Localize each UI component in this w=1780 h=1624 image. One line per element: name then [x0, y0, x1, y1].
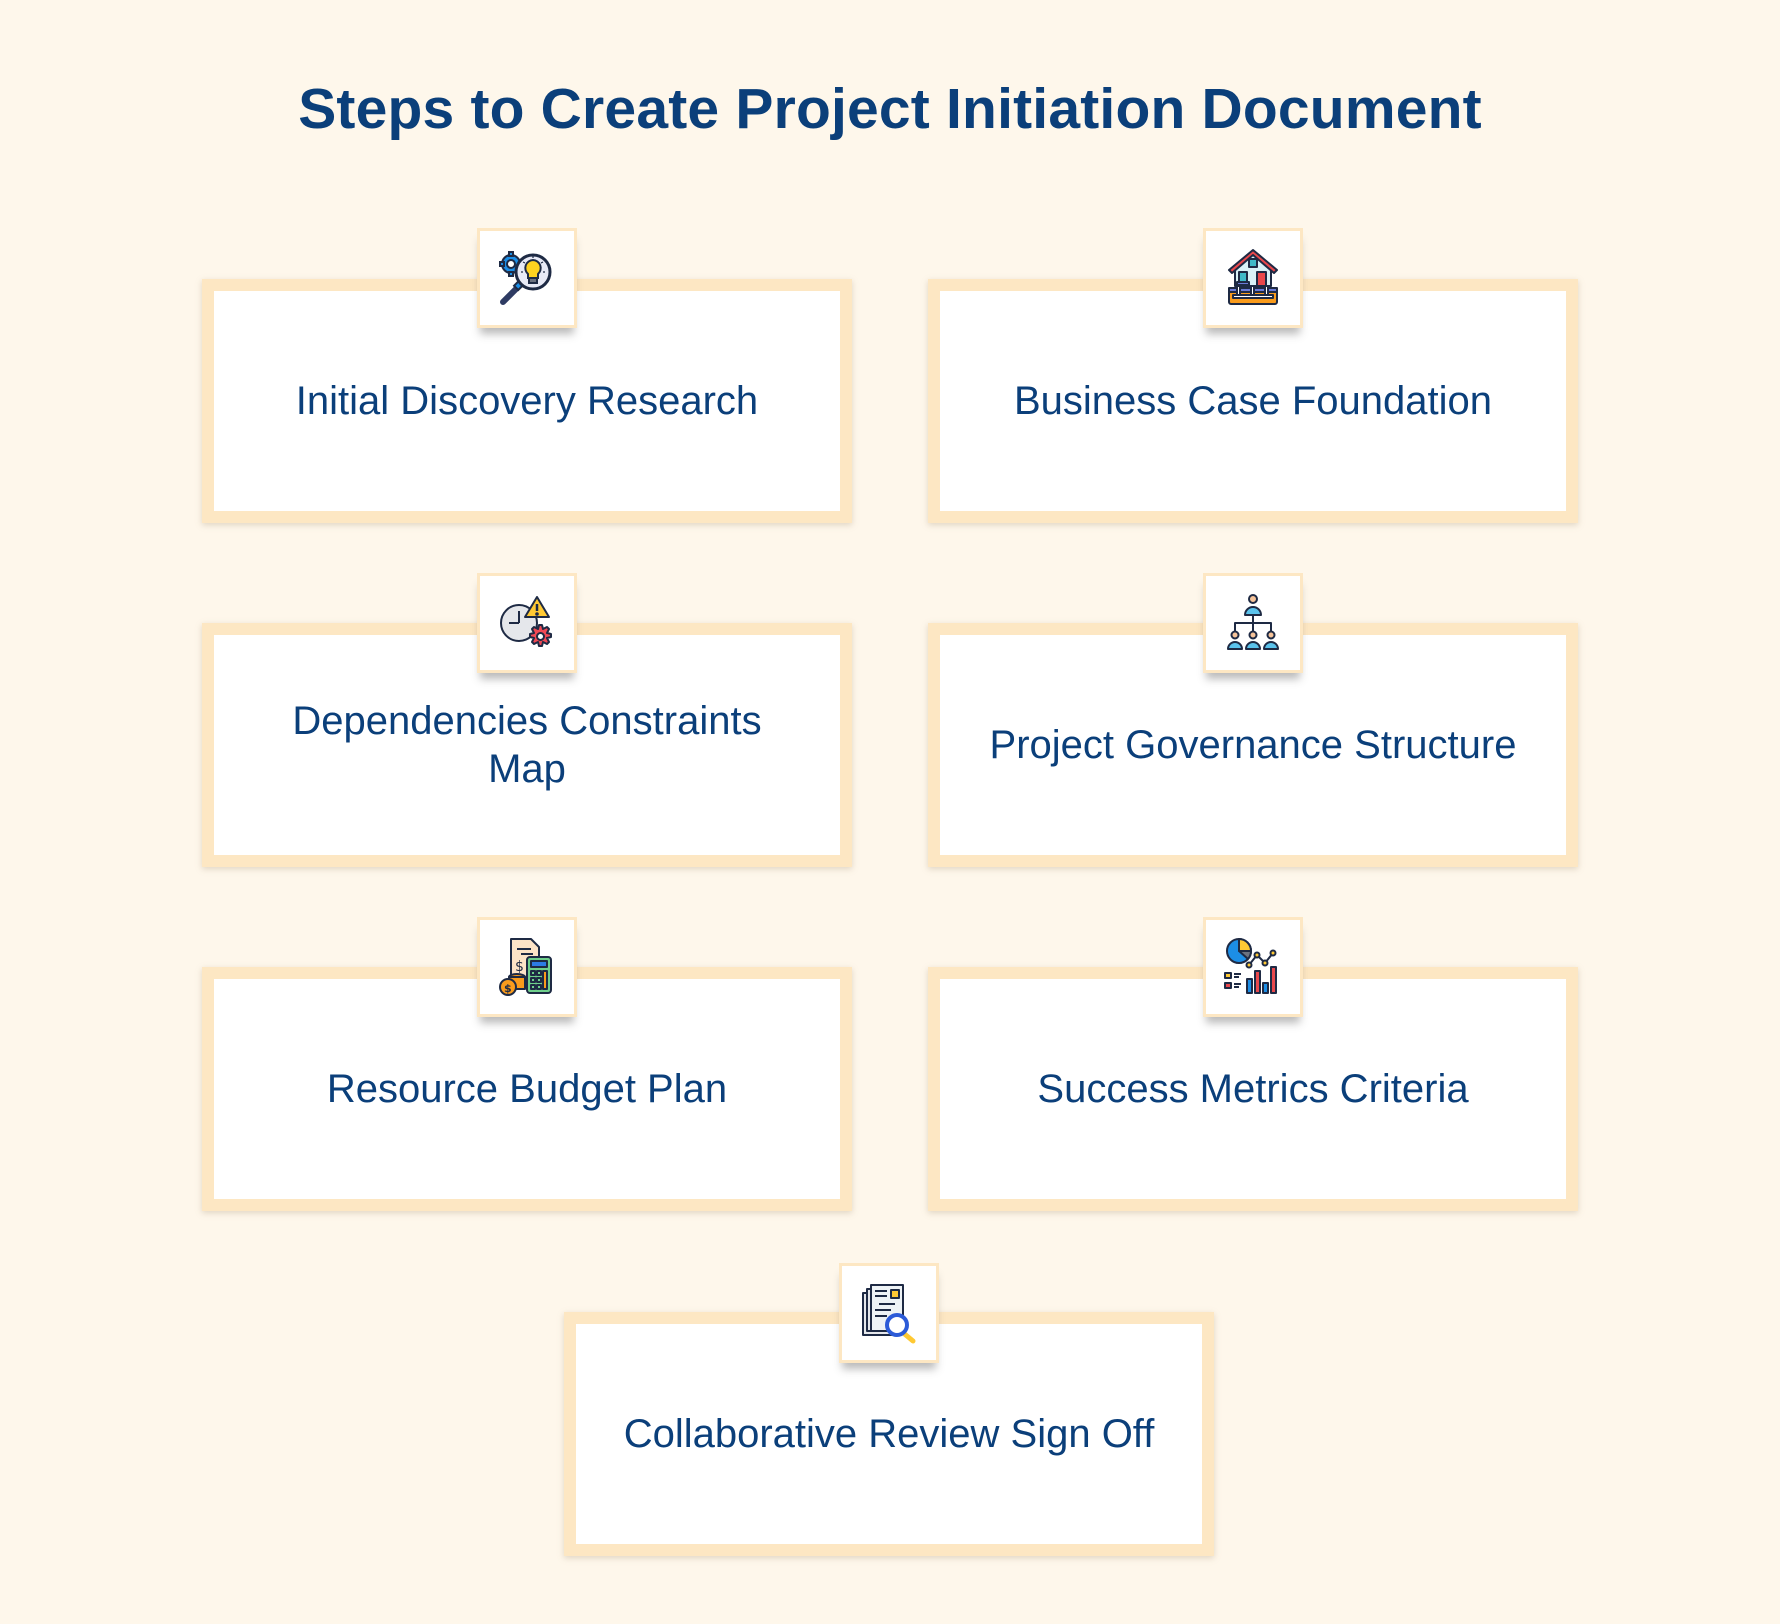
step-label: Resource Budget Plan [326, 1067, 728, 1111]
step-icon-box [1203, 228, 1303, 328]
step-card-dependencies-constraints-map: Dependencies Constraints Map [202, 623, 852, 867]
page-title: Steps to Create Project Initiation Docum… [298, 77, 1482, 141]
step-label: Collaborative Review Sign Off [623, 1412, 1155, 1456]
pie-line-bar-chart-icon [1224, 938, 1277, 994]
svg-text:$: $ [504, 982, 512, 995]
step-icon-box [1203, 573, 1303, 673]
step-icon-box [477, 573, 577, 673]
clock-warning-gear-icon [500, 596, 552, 647]
step-label: Initial Discovery Research [295, 379, 759, 423]
svg-text:$: $ [515, 959, 524, 975]
house-foundation-icon [1228, 249, 1278, 305]
documents-magnifier-icon [862, 1284, 916, 1344]
step-icon-box: $ $ [477, 917, 577, 1017]
step-label: Business Case Foundation [1013, 379, 1493, 423]
invoice-calculator-coins-icon: $ $ [499, 938, 552, 996]
step-label: Success Metrics Criteria [1037, 1067, 1469, 1111]
step-icon-box [1203, 917, 1303, 1017]
step-card-success-metrics-criteria: Success Metrics Criteria [928, 967, 1578, 1211]
magnifier-lightbulb-gear-icon [499, 251, 552, 305]
step-icon-box [477, 228, 577, 328]
org-chart-icon [1227, 594, 1279, 650]
step-label: Dependencies Constraints Map [292, 699, 762, 791]
step-label: Project Governance Structure [989, 723, 1517, 767]
step-card-body: Success Metrics Criteria [940, 979, 1566, 1199]
step-icon-box [839, 1263, 939, 1363]
